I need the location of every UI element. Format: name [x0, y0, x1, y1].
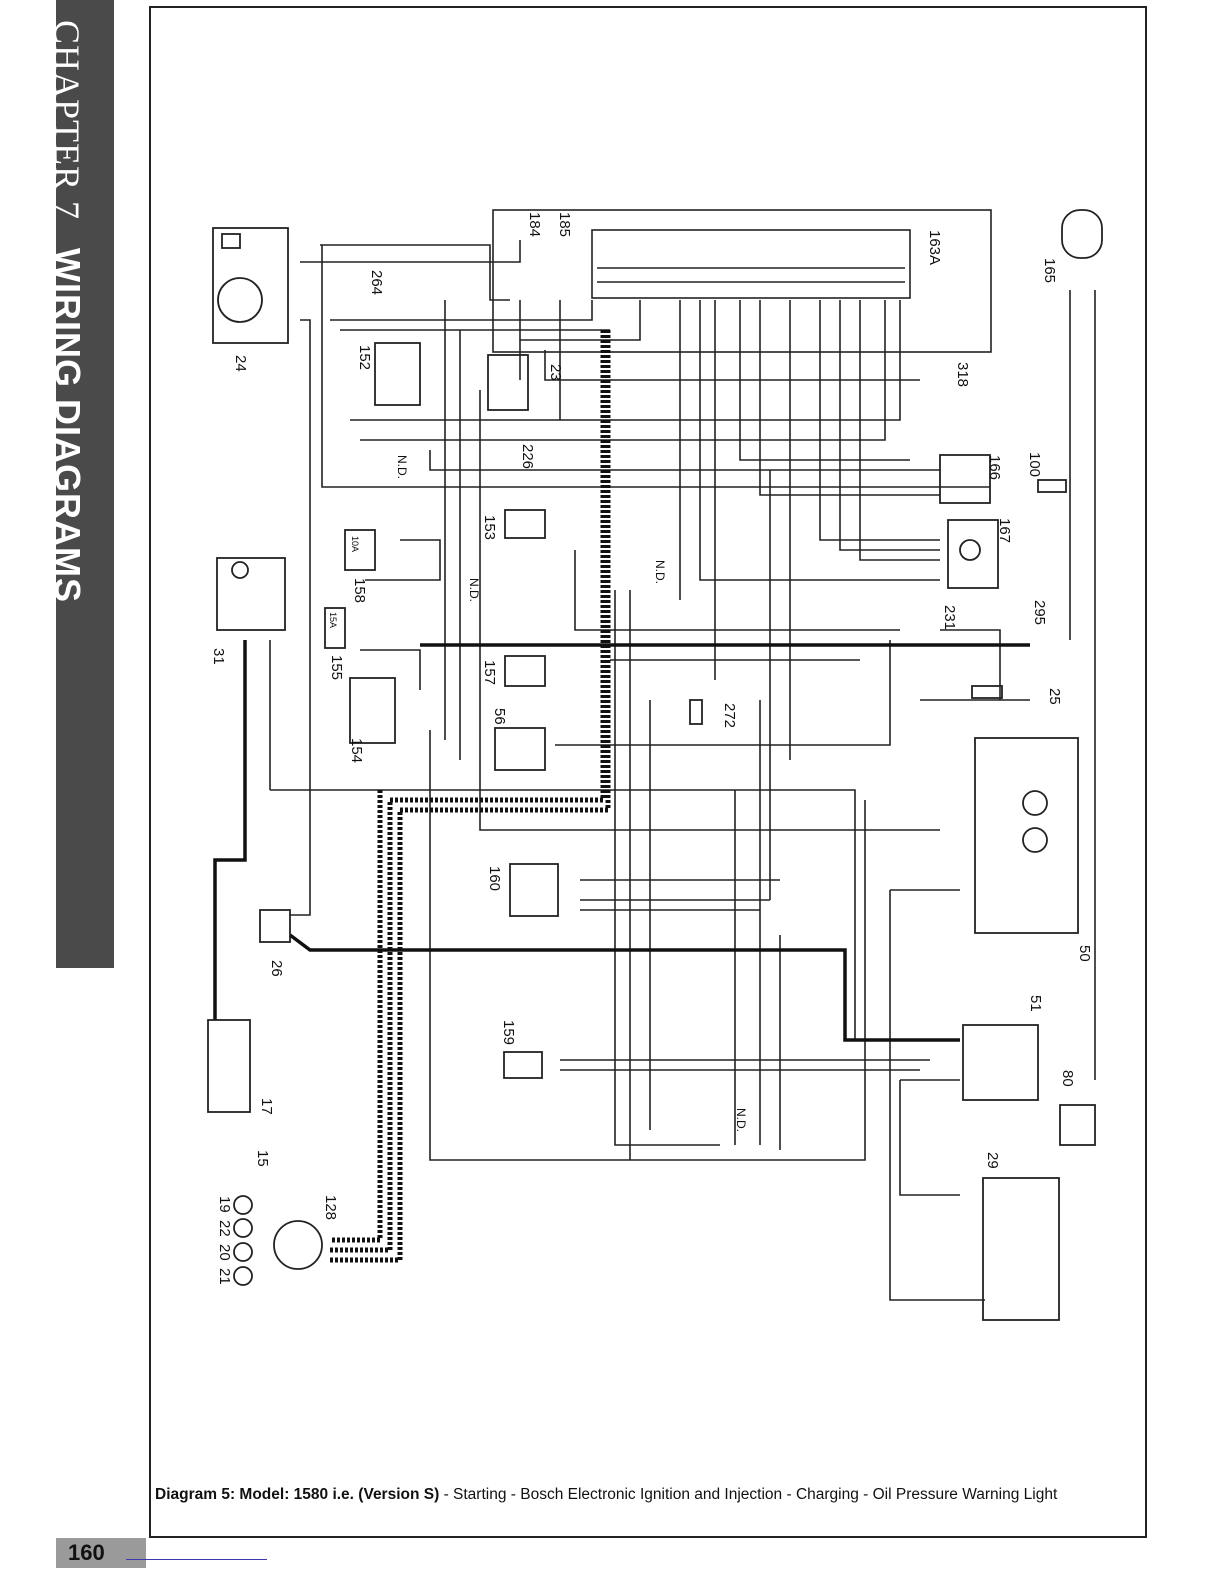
page-number-bar — [56, 1538, 146, 1568]
relay-152 — [374, 342, 421, 406]
components — [207, 209, 1103, 1321]
component-167 — [947, 519, 999, 589]
label-155: 155 — [328, 655, 345, 680]
note-nd-4: N.D. — [734, 1108, 748, 1132]
note-nd-3: N.D. — [653, 560, 667, 584]
label-153: 153 — [481, 515, 498, 540]
fuse-158-rating: 10A — [350, 536, 360, 552]
label-31: 31 — [210, 648, 227, 665]
label-26: 26 — [268, 960, 285, 977]
component-25 — [971, 685, 1003, 699]
component-labels: 24 264 184 185 163A 165 152 23 318 226 1… — [210, 212, 1093, 1285]
starter-31 — [216, 557, 286, 631]
label-264: 264 — [368, 270, 385, 295]
component-26 — [259, 909, 291, 943]
label-159: 159 — [500, 1020, 517, 1045]
page-link-underline — [126, 1559, 267, 1560]
fuse-155-rating: 15A — [328, 612, 338, 628]
component-166 — [939, 454, 991, 504]
label-24: 24 — [232, 355, 249, 372]
sensor-23 — [487, 354, 529, 411]
label-184: 184 — [526, 212, 543, 237]
instrument-panel — [974, 737, 1079, 934]
sensor-159 — [503, 1051, 543, 1079]
label-157: 157 — [481, 660, 498, 685]
label-165: 165 — [1041, 258, 1058, 283]
label-15: 15 — [254, 1150, 271, 1167]
component-80 — [1059, 1104, 1096, 1146]
label-166: 166 — [986, 455, 1003, 480]
label-163a: 163A — [926, 230, 943, 265]
sensor-157 — [504, 655, 546, 687]
label-29: 29 — [984, 1152, 1001, 1169]
connector-272 — [689, 699, 703, 725]
label-80: 80 — [1059, 1070, 1076, 1087]
component-56 — [494, 727, 546, 771]
label-22: 22 — [216, 1220, 233, 1237]
label-158: 158 — [351, 578, 368, 603]
fuse-155 — [324, 607, 346, 649]
relay-160 — [509, 863, 559, 917]
label-25: 25 — [1046, 688, 1063, 705]
battery-17 — [207, 1019, 251, 1113]
label-226: 226 — [519, 444, 536, 469]
ecu-connector — [591, 229, 911, 299]
wires — [269, 209, 1096, 1301]
shielded-harness — [330, 330, 611, 1263]
label-17: 17 — [258, 1098, 275, 1115]
component-165 — [1061, 209, 1103, 259]
note-nd-1: N.D. — [395, 455, 409, 479]
component-29 — [982, 1177, 1060, 1321]
small-notes: N.D. N.D. N.D. N.D. 10A 15A — [328, 455, 748, 1132]
chapter-side-tab — [56, 0, 114, 968]
label-23: 23 — [547, 364, 564, 381]
diagram-caption: Diagram 5: Model: 1580 i.e. (Version S) … — [155, 1484, 1130, 1506]
sensor-153 — [504, 509, 546, 539]
caption-title: Diagram 5: Model: 1580 i.e. (Version S) — [155, 1486, 440, 1503]
label-20: 20 — [216, 1244, 233, 1261]
label-100: 100 — [1026, 452, 1043, 477]
label-154: 154 — [348, 738, 365, 763]
label-160: 160 — [486, 866, 503, 891]
coil-128 — [273, 1220, 323, 1270]
note-nd-2: N.D. — [467, 578, 481, 602]
caption-description: - Starting - Bosch Electronic Ignition a… — [439, 1486, 1058, 1503]
label-51: 51 — [1027, 995, 1044, 1012]
label-185: 185 — [556, 212, 573, 237]
label-128: 128 — [322, 1195, 339, 1220]
label-50: 50 — [1076, 945, 1093, 962]
connector-100 — [1037, 479, 1067, 493]
label-56: 56 — [491, 708, 508, 725]
component-51 — [962, 1024, 1039, 1101]
fuse-158 — [344, 529, 376, 571]
label-167: 167 — [996, 518, 1013, 543]
label-272: 272 — [721, 703, 738, 728]
heavy-wires — [213, 640, 1030, 1042]
relay-154 — [349, 677, 396, 744]
diagram-frame — [149, 6, 1147, 1538]
page-number: 160 — [68, 1540, 105, 1565]
label-318: 318 — [954, 362, 971, 387]
label-295: 295 — [1031, 600, 1048, 625]
label-21: 21 — [216, 1268, 233, 1285]
label-19: 19 — [216, 1196, 233, 1213]
alternator-24 — [212, 227, 289, 344]
label-152: 152 — [356, 345, 373, 370]
label-231: 231 — [941, 605, 958, 630]
ecu-housing — [492, 209, 992, 353]
